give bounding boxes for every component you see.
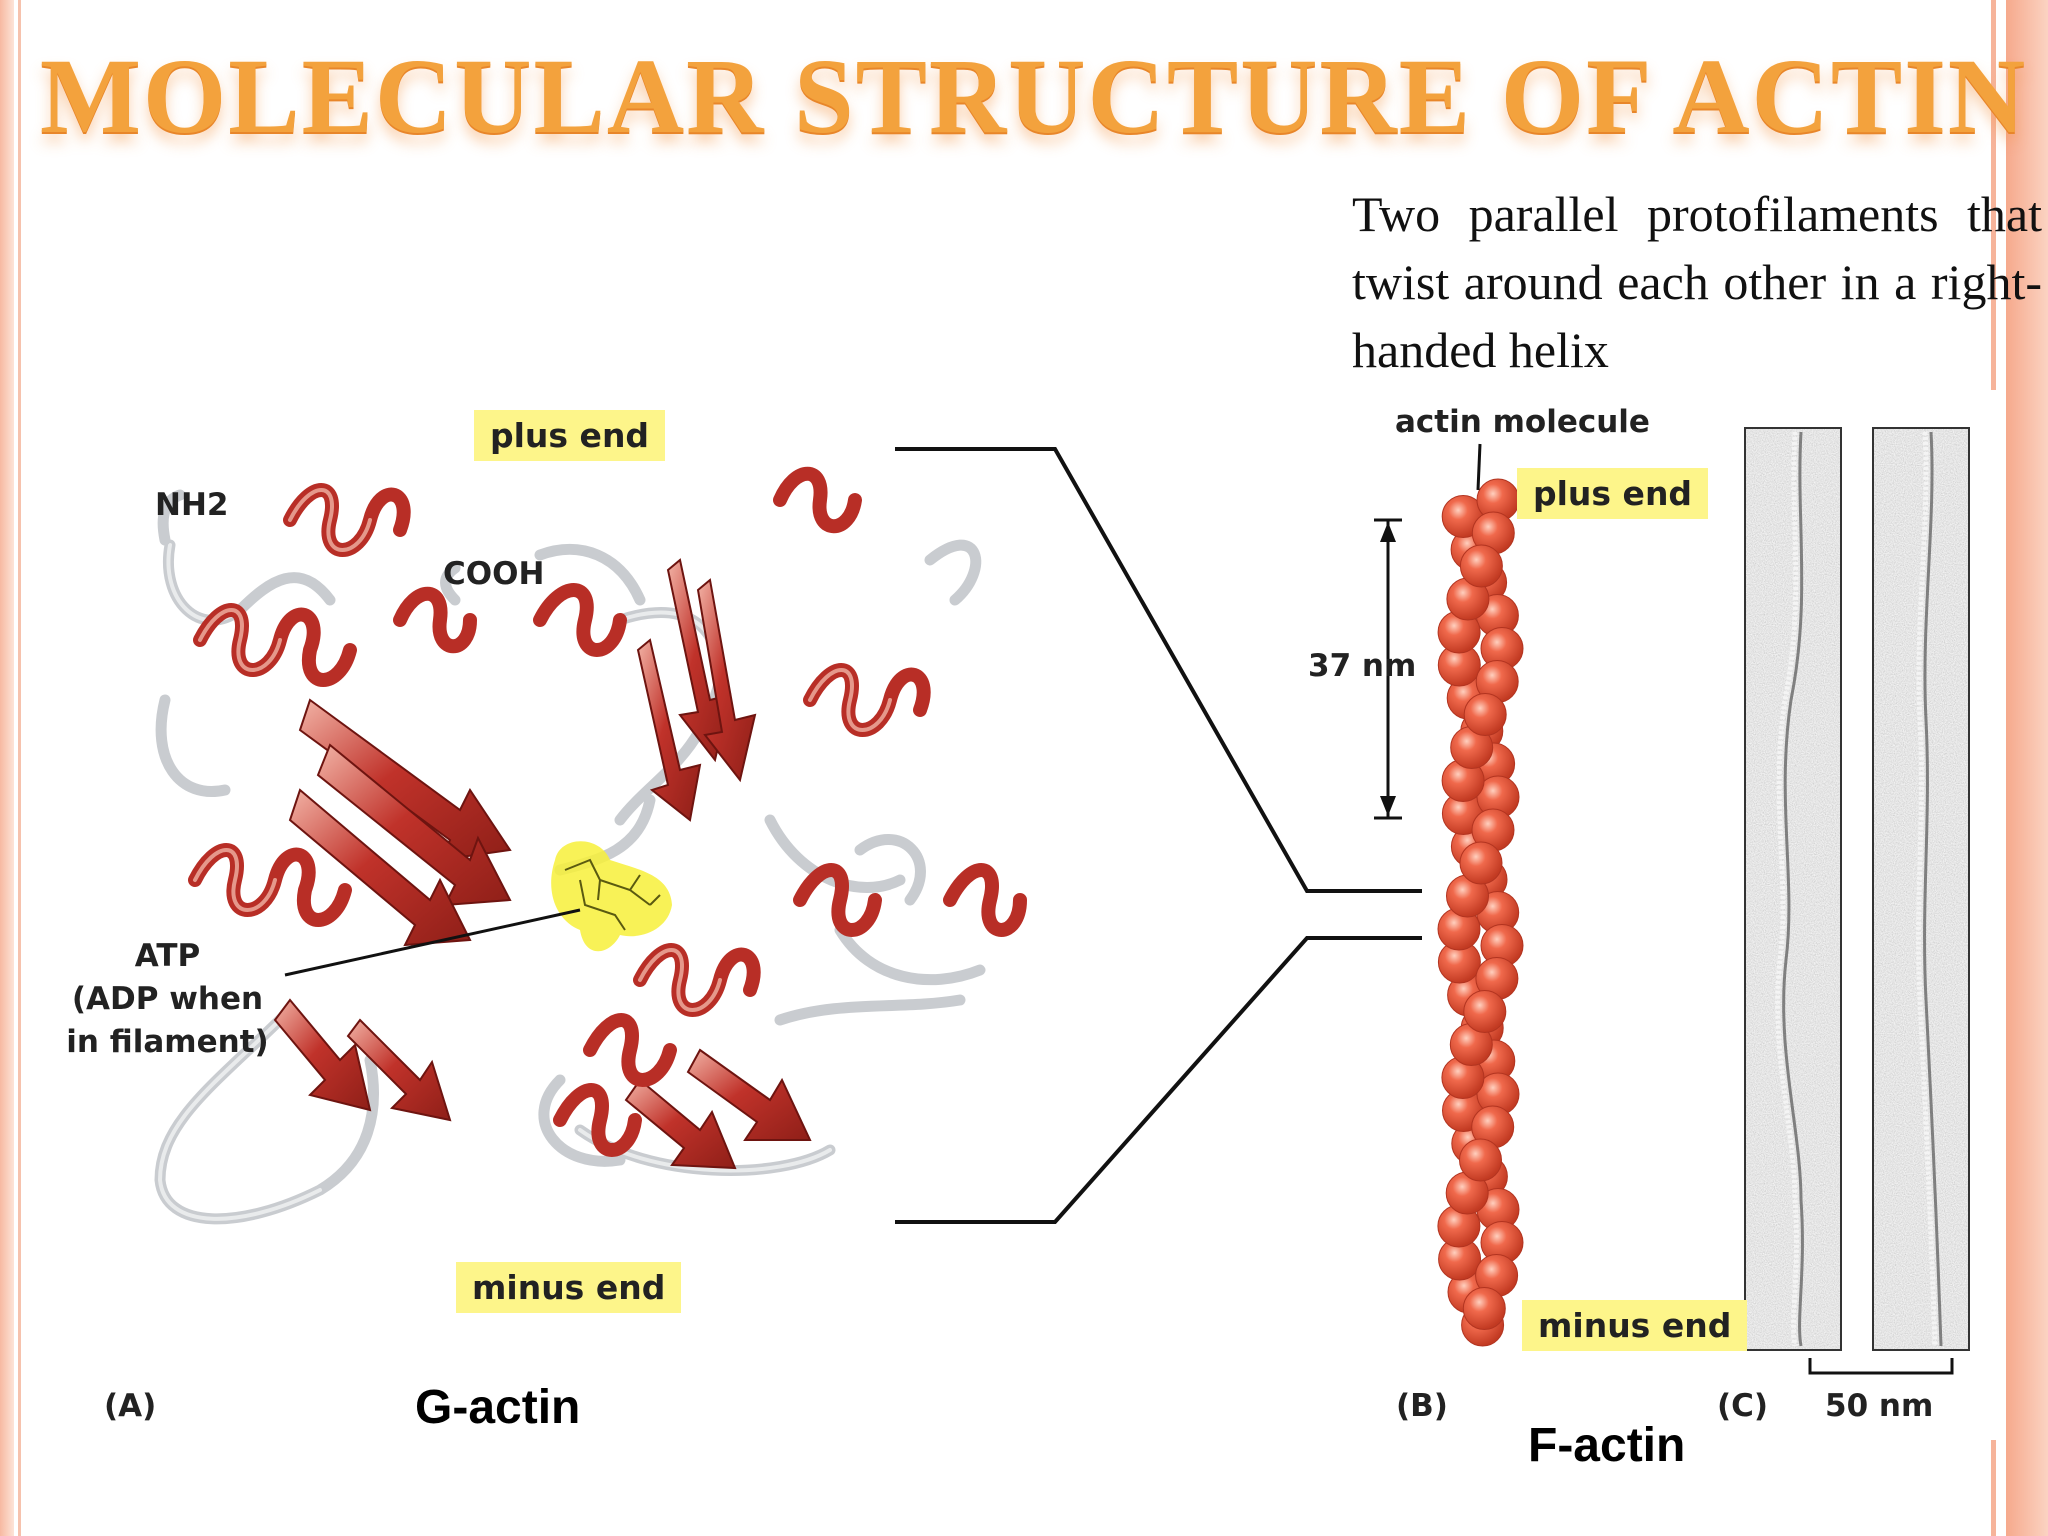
right-border-line-bottom: [1991, 1440, 1996, 1536]
atp-label-line-3: in filament): [66, 1024, 269, 1060]
actin-molecule-pointer: [1476, 443, 1482, 491]
actin-subunit-bead: [1463, 990, 1507, 1033]
repeat-length-label: 37 nm: [1308, 648, 1417, 684]
scale-bar-bracket: [1808, 1358, 1954, 1375]
f-actin-caption: F-actin: [1528, 1419, 1686, 1472]
right-border-line-top: [1991, 0, 1996, 390]
actin-subunit-bead: [1459, 841, 1503, 885]
slide-description: Two parallel protofilaments that twist a…: [1352, 186, 2042, 378]
actin-subunit-bead: [1459, 1138, 1502, 1182]
nh2-label: NH2: [155, 487, 229, 523]
left-slide-border: [0, 0, 14, 1536]
panel-c-letter: (C): [1717, 1388, 1769, 1424]
actin-subunit-bead: [1463, 693, 1507, 736]
electron-micrograph-1: [1744, 427, 1842, 1351]
cooh-label: COOH: [443, 556, 545, 592]
actin-subunit-bead: [1459, 544, 1503, 588]
atp-molecule: [551, 841, 672, 952]
zoom-bracket-lines: [895, 447, 1422, 1224]
atp-pointer-line: [284, 908, 581, 977]
right-slide-border: [2006, 0, 2048, 1536]
slide-title: MOLECULAR STRUCTURE OF ACTIN: [40, 38, 2028, 156]
f-actin-filament: [1437, 478, 1524, 1347]
minus-end-label-b: minus end: [1522, 1300, 1748, 1351]
atp-label-line-1: ATP: [134, 938, 201, 974]
plus-end-label-a: plus end: [474, 410, 666, 461]
panel-b-letter: (B): [1396, 1388, 1448, 1424]
left-slide-border-line: [18, 0, 21, 1536]
atp-label-line-2: (ADP when: [71, 981, 264, 1017]
atp-label: ATP (ADP when in filament): [55, 935, 280, 1064]
g-actin-caption: G-actin: [415, 1381, 581, 1434]
repeat-length-dimension: [1374, 518, 1402, 820]
actin-molecule-label: actin molecule: [1395, 404, 1650, 440]
electron-micrograph-2: [1872, 427, 1970, 1351]
g-actin-ribbon-model: [154, 466, 1027, 1225]
minus-end-label-a: minus end: [456, 1262, 682, 1313]
panel-a-letter: (A): [104, 1388, 157, 1424]
scale-bar-label: 50 nm: [1825, 1388, 1934, 1424]
actin-subunit-bead: [1462, 1287, 1506, 1330]
plus-end-label-b: plus end: [1517, 468, 1709, 519]
